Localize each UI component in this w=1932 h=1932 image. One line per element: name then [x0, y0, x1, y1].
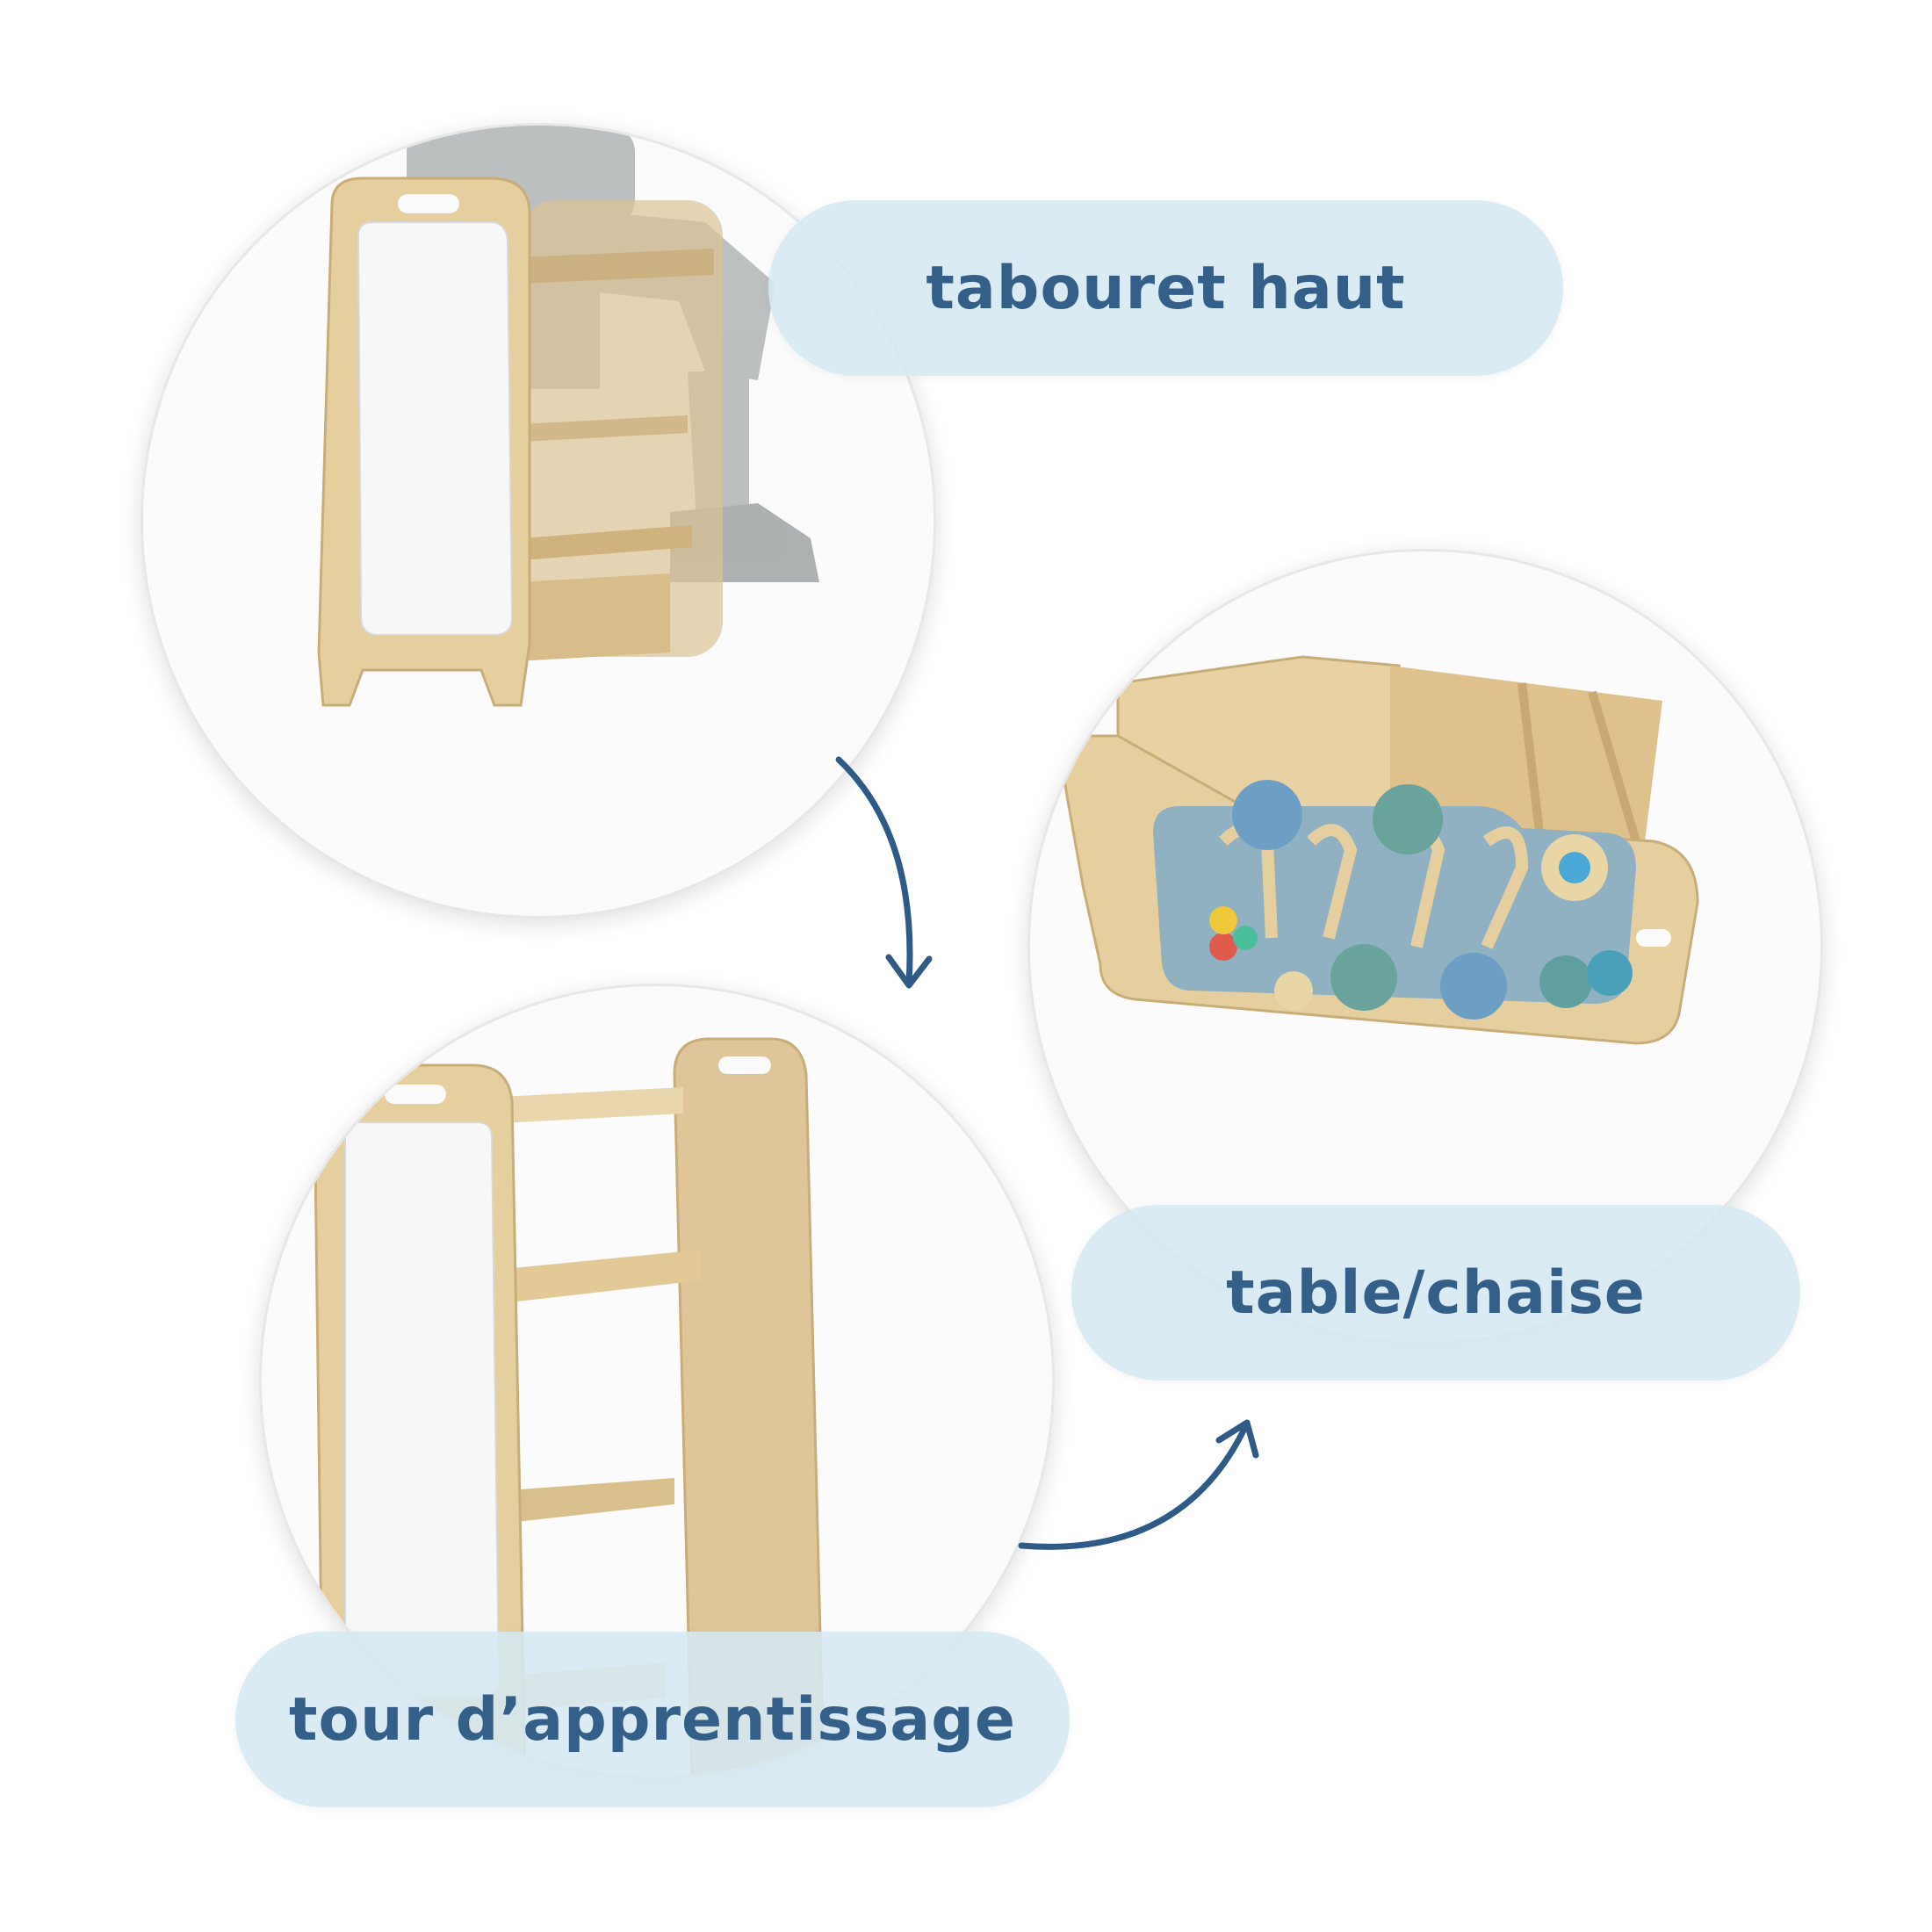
label-learning-tower: tour d’apprentissage: [235, 1632, 1070, 1807]
high-stool-illustration: [317, 126, 819, 707]
curved-arrow-up-right-icon: [1018, 1419, 1259, 1550]
label-high-stool: tabouret haut: [768, 200, 1563, 376]
learning-tower-illustration: [313, 1037, 825, 1777]
label-table-chair: table/chaise: [1071, 1205, 1800, 1381]
table-chair-illustration: [1055, 655, 1699, 1045]
